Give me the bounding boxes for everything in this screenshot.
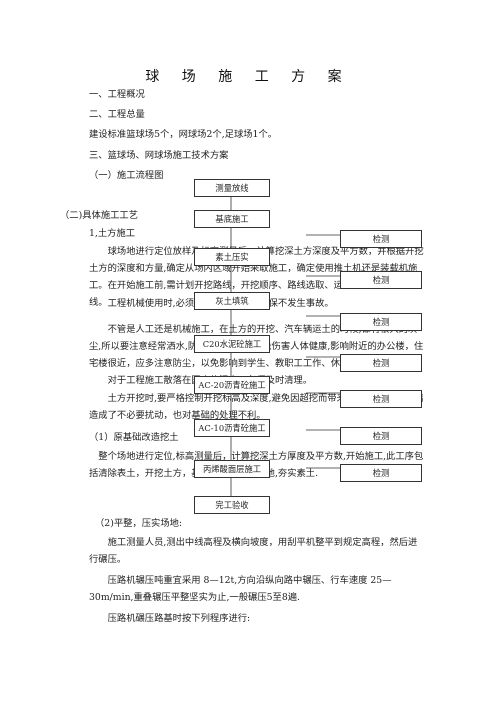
flow-check-5: 检测: [340, 390, 422, 408]
flow-step-acrylic: 丙烯酸面层施工: [194, 460, 270, 478]
flowchart-heading: （一）施工流程图: [89, 170, 164, 181]
page-title: 球 场 施 工 方 案: [145, 69, 351, 85]
subsection-1-heading: （1）原基础改造挖土: [89, 432, 179, 443]
process-heading: （二)具体施工工艺: [60, 210, 139, 221]
excavation-control-paragraph: 土方开挖时,要严格控制开挖标高及深度,避免因超挖而带来的回填.超挖对基础造成了不…: [89, 393, 424, 421]
flow-step-survey: 测量放线: [194, 179, 270, 197]
flow-step-ac20-asphalt: AC-20沥青砼施工: [194, 376, 270, 394]
flow-step-ac10-asphalt: AC-10沥青砼施工: [194, 419, 270, 437]
flow-check-3: 检测: [340, 313, 422, 331]
flow-check-7: 检测: [340, 464, 422, 482]
quantity-text: 建设标准篮球场5个，网球场2个,足球场1个。: [89, 129, 278, 140]
flow-check-2: 检测: [340, 271, 422, 289]
roller-paragraph: 压路机辗压吨重宜采用 8—12t,方向沿纵向路中辗压、行车速度 25—30m/m…: [89, 575, 392, 603]
flow-check-1: 检测: [340, 230, 422, 248]
section-heading-quantity: 二、工程总量: [89, 109, 145, 120]
earthwork-heading: 1,土方施工: [89, 228, 136, 239]
flow-step-acceptance: 完工验收: [194, 496, 270, 514]
flow-check-6: 检测: [340, 427, 422, 445]
flow-step-base: 基底施工: [194, 210, 270, 228]
section-heading-tech-plan: 三、篮球场、网球场施工技术方案: [89, 150, 229, 161]
flow-step-c20-concrete: C20水泥砼施工: [194, 335, 270, 353]
flow-step-compaction: 素土压实: [194, 248, 270, 266]
flow-step-lime-soil: 灰土填筑: [194, 292, 270, 310]
section-heading-overview: 一、工程概况: [89, 89, 145, 100]
subsection-2-heading: （2)平整，压实场地:: [95, 518, 183, 529]
flow-check-4: 检测: [340, 354, 422, 372]
subsection-2-text: 施工测量人员,测出中线高程及横向坡度，用刮平机整平到规定高程，然后进行碾压。: [89, 537, 418, 565]
roller-order-paragraph: 压路机碾压路基时按下列程序进行:: [107, 613, 251, 624]
